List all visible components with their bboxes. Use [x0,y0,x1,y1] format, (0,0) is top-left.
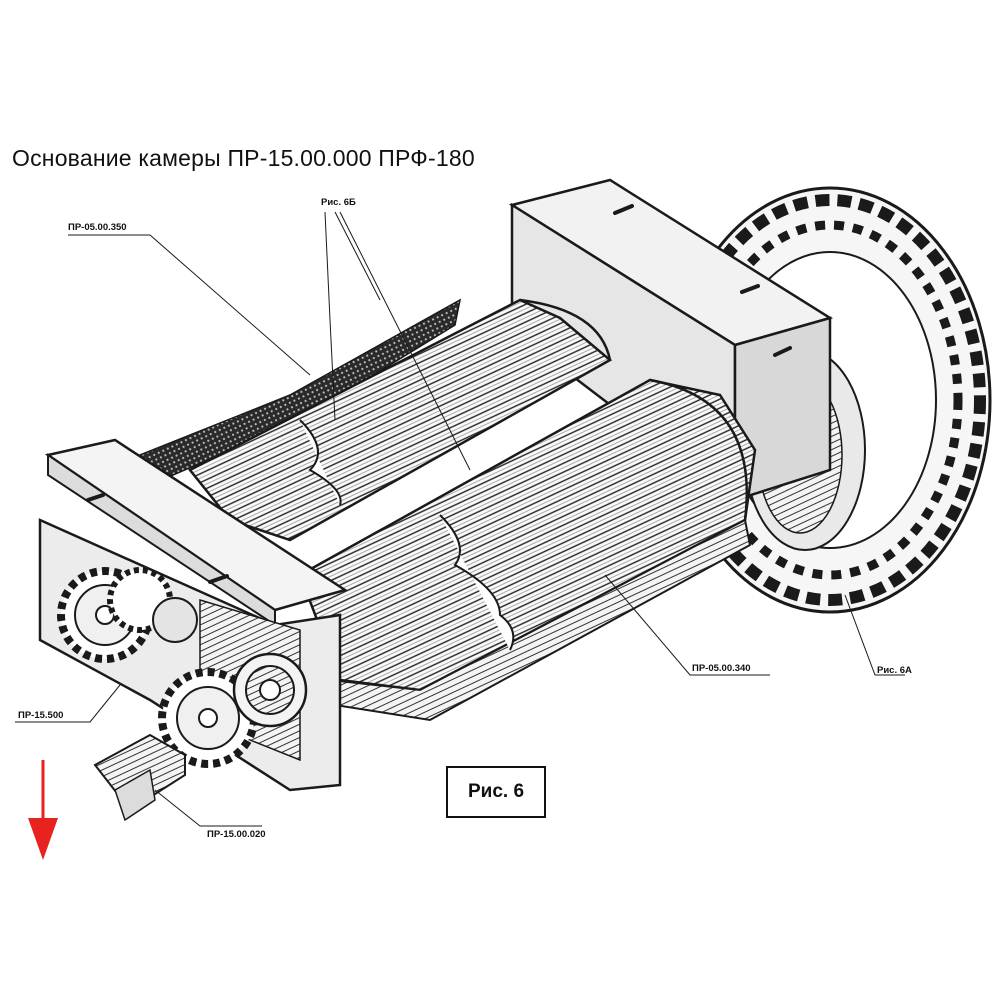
label-pr-05-00-340: ПР-05.00.340 [692,663,751,674]
sprocket-middle [107,567,198,643]
front-top-plate [44,438,348,627]
drive-shaft [93,733,186,822]
down-arrow-icon [28,760,58,860]
lower-roller [298,378,757,722]
label-pr-15-00-020: ПР-15.00.020 [207,829,266,840]
label-pr-05-00-350: ПР-05.00.350 [68,222,127,233]
figure-label: Рис. 6 [446,766,546,818]
label-ris-6b: Рис. 6Б [321,197,356,208]
label-pr-15-500: ПР-15.500 [18,710,64,721]
page-title: Основание камеры ПР-15.00.000 ПРФ-180 [12,145,475,171]
label-ris-6a: Рис. 6А [877,665,912,676]
leader-lines [15,211,905,827]
sprocket-lower [158,668,258,768]
bearing-hub [232,652,308,728]
